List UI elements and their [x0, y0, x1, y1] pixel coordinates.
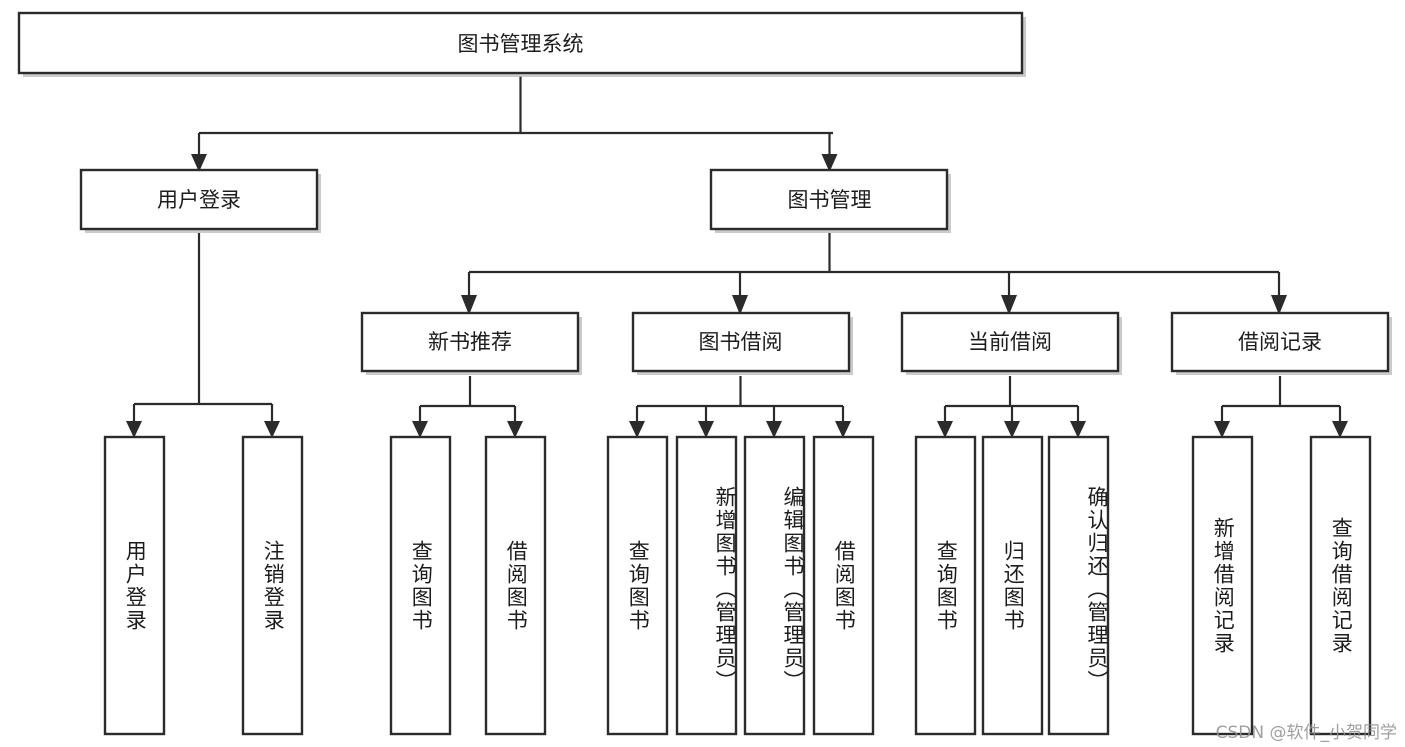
arrowhead-user-login — [191, 154, 207, 172]
arrowhead-query-record — [1332, 421, 1348, 438]
node-leaf-edit-book[interactable] — [743, 435, 806, 736]
node-new-book-recommend[interactable] — [360, 311, 580, 373]
node-leaf-borrow-book-1[interactable] — [484, 435, 547, 736]
node-leaf-user-login[interactable] — [103, 435, 166, 736]
node-leaf-add-book[interactable] — [675, 435, 738, 736]
node-book-borrow[interactable] — [631, 311, 851, 373]
node-book-manage[interactable] — [709, 168, 949, 231]
node-leaf-return-book[interactable] — [981, 435, 1044, 736]
arrowhead-query-book-3 — [937, 421, 953, 438]
arrowhead-new-book-recommend — [461, 295, 477, 315]
node-leaf-logout[interactable] — [241, 435, 304, 736]
arrowhead-add-record — [1214, 421, 1230, 438]
node-group: 图书管理系统 用户登录 图书管理 新书推荐 图书借阅 当前借阅 借阅记录 — [17, 11, 1392, 736]
node-borrow-record[interactable] — [1170, 311, 1390, 373]
node-leaf-query-book-3[interactable] — [914, 435, 977, 736]
arrowhead-return-book — [1004, 421, 1020, 438]
arrowhead-book-borrow — [732, 295, 748, 315]
arrowhead-leaf-logout — [264, 421, 280, 438]
node-current-borrow[interactable] — [900, 311, 1120, 373]
connector-group — [126, 76, 1348, 438]
arrowhead-current-borrow — [1001, 295, 1017, 315]
arrowhead-leaf-user-login — [126, 421, 142, 438]
node-leaf-add-record[interactable] — [1191, 435, 1254, 736]
node-root[interactable] — [17, 11, 1024, 75]
arrowhead-query-book-1 — [412, 421, 428, 438]
node-leaf-query-book-1[interactable] — [389, 435, 452, 736]
node-book-borrow-label: 图书借阅 — [699, 330, 783, 354]
arrowhead-query-book-2 — [629, 421, 645, 438]
csdn-watermark: CSDN @软件_小贺同学 — [1215, 723, 1397, 743]
arrowhead-borrow-record — [1271, 295, 1287, 315]
arrowhead-borrow-book-1 — [507, 421, 523, 438]
node-leaf-confirm-return[interactable] — [1047, 435, 1110, 736]
arrowhead-add-book — [698, 421, 714, 438]
node-user-login-label: 用户登录 — [157, 188, 241, 212]
arrowhead-edit-book — [766, 421, 782, 438]
node-leaf-query-book-2[interactable] — [606, 435, 669, 736]
node-user-login[interactable] — [79, 168, 319, 231]
arrowhead-borrow-book-2 — [835, 421, 851, 438]
node-leaf-query-record[interactable] — [1309, 435, 1372, 736]
node-borrow-record-label: 借阅记录 — [1238, 330, 1322, 354]
node-leaf-borrow-book-2[interactable] — [812, 435, 875, 736]
node-root-label: 图书管理系统 — [458, 32, 584, 56]
node-new-book-recommend-label: 新书推荐 — [428, 330, 512, 354]
arrowhead-confirm-return — [1070, 421, 1086, 438]
arrowhead-book-manage — [821, 154, 838, 172]
node-current-borrow-label: 当前借阅 — [968, 330, 1052, 354]
node-book-manage-label: 图书管理 — [788, 188, 872, 212]
